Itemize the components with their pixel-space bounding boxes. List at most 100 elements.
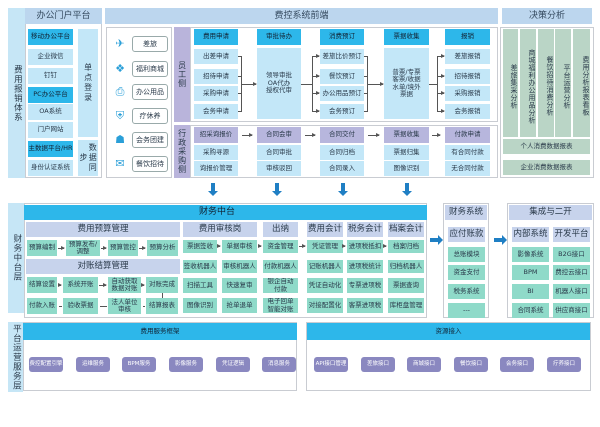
down-arrow-icon [338,183,348,196]
services-panel [106,27,172,178]
service-button[interactable]: 费控配置引擎 [29,357,63,372]
apply-header: 费用申请 [194,29,238,45]
arrow-connector [305,133,316,137]
sso-label: 单点登录 [78,29,98,137]
service-button[interactable]: 差旅 [132,36,168,52]
audit-cell: 扫描工具 [183,278,217,293]
recon-item: 付款入账 [27,298,57,314]
service-button[interactable]: BPM服务 [122,357,156,372]
audit-cell: 专票进项税 [347,278,383,293]
approval-header: 审批待办 [257,29,301,45]
finance-system-item: 应付账款 [448,227,485,242]
resource-button[interactable]: 会务接口 [500,357,534,372]
booking-item: 餐饮预订 [320,69,364,84]
airplane-icon: ✈ [115,36,125,50]
audit-cell: 抢单退单 [222,298,257,313]
connector-line [238,111,242,112]
booking-item: 差旅比价预订 [320,49,364,64]
role-header: 税务会计 [347,222,383,237]
finance-mid-title: 财务中台 [24,205,427,220]
admin-header: 票据收集 [384,127,429,143]
service-button[interactable]: 会务团建 [132,132,168,148]
arrow-connector [299,244,306,248]
service-button[interactable]: 消息服务 [262,357,296,372]
arrow-connector [437,91,445,95]
audit-cell: 图像识别 [183,298,217,313]
down-arrow-icon [272,183,282,196]
audit-cell: 凭证管理 [307,240,343,253]
resource-button[interactable]: 餐饮接口 [454,357,488,372]
portal-item: 企业微信 [28,49,73,65]
right-arrow-icon [494,235,507,245]
decision-title: 决策分析 [502,8,592,24]
admin-header: 付款申请 [445,127,490,143]
audit-cell: 银企自动 付款 [263,278,298,293]
resource-button[interactable]: 疗养接口 [547,357,581,372]
printer-icon: ⎙ [115,84,125,98]
recon-title: 对账结算管理 [26,259,180,274]
audit-cell: 电子回单 智能对账 [263,298,298,313]
arrow-connector [99,283,107,287]
arrow-connector [258,244,262,248]
finance-system-item: --- [448,303,485,318]
decision-column: 差旅集采分析 [503,29,518,137]
resource-button[interactable]: 差旅接口 [361,357,395,372]
budget-item: 预算编制 [27,240,57,256]
group-icon: ☗ [115,132,125,146]
resource-button[interactable]: 商城接口 [407,357,441,372]
arrow-connector [312,54,320,58]
role-header: 出纳 [263,222,298,237]
finance-system-title: 财务系统 [445,205,487,220]
admin-item: 有合同付款 [445,145,490,160]
side-label-finance-mid: 财务中台层 [8,203,24,313]
arrow-connector [58,283,62,287]
recon-item: 系统开账 [63,277,98,293]
resource-button[interactable]: API接口管理 [314,357,348,372]
decision-column: 餐饮招待消费分析 [538,29,554,137]
connector-line [301,84,313,85]
apply-item: 出差申请 [194,49,238,64]
reimburse-item: 会务报销 [445,104,490,119]
admin-item: 审核驳回 [257,161,301,176]
connector-line [437,56,438,112]
budget-item: 预算发布/ 调整 [66,240,100,256]
budget-item: 预算管控 [108,240,138,256]
admin-header: 招采询报价 [194,127,238,143]
integration-item: 机器人接口 [553,284,590,299]
service-button[interactable]: 运维服务 [76,357,110,372]
right-arrow-icon [430,235,443,245]
admin-item: 合同归档 [320,145,364,160]
booking-header: 消费预订 [320,29,364,45]
audit-cell: 进项税抵扣 [347,240,383,253]
admin-item: 合同审批 [257,145,301,160]
connector-line [143,306,145,307]
audit-cell: 库柜盘管理 [388,298,424,313]
portal-item: OA系统 [28,104,73,120]
arrow-connector [342,244,346,248]
shield-icon: ⛨ [115,108,125,122]
portal-item: 身份认证系统 [28,160,73,176]
portal-item: 移动办公平台 [28,29,73,45]
service-button[interactable]: 福利商城 [132,61,168,77]
audit-cell: 档案归档 [388,240,424,253]
invoice-body: 普票/专票 客票/收据 水单/境外 票据 [384,48,429,119]
decision-column: 费用分析报表看板 [573,29,590,137]
service-button[interactable]: 凭证逻辑 [216,357,250,372]
service-button[interactable]: 影像服务 [169,357,203,372]
finance-system-item: 总账模块 [448,247,485,262]
service-button[interactable]: 办公用品 [132,84,168,100]
connector-line [429,84,437,85]
service-button[interactable]: 餐饮招待 [132,156,168,172]
apply-item: 招待申请 [194,69,238,84]
service-frame-title: 费用服务框架 [23,323,297,340]
audit-cell: 审核机器人 [222,260,257,273]
admin-item: 合同录入 [320,161,364,176]
arrow-connector [241,82,257,86]
finance-system-item: 税务系统 [448,284,485,299]
recon-item: 自动获取 数据对账 [108,277,141,293]
data-sync-label: 数据同步 [78,140,98,176]
integration-item: BI [512,284,549,299]
service-button[interactable]: 疗休养 [132,108,168,124]
arrow-connector [139,246,146,250]
recon-item: 结算报表 [146,298,178,314]
